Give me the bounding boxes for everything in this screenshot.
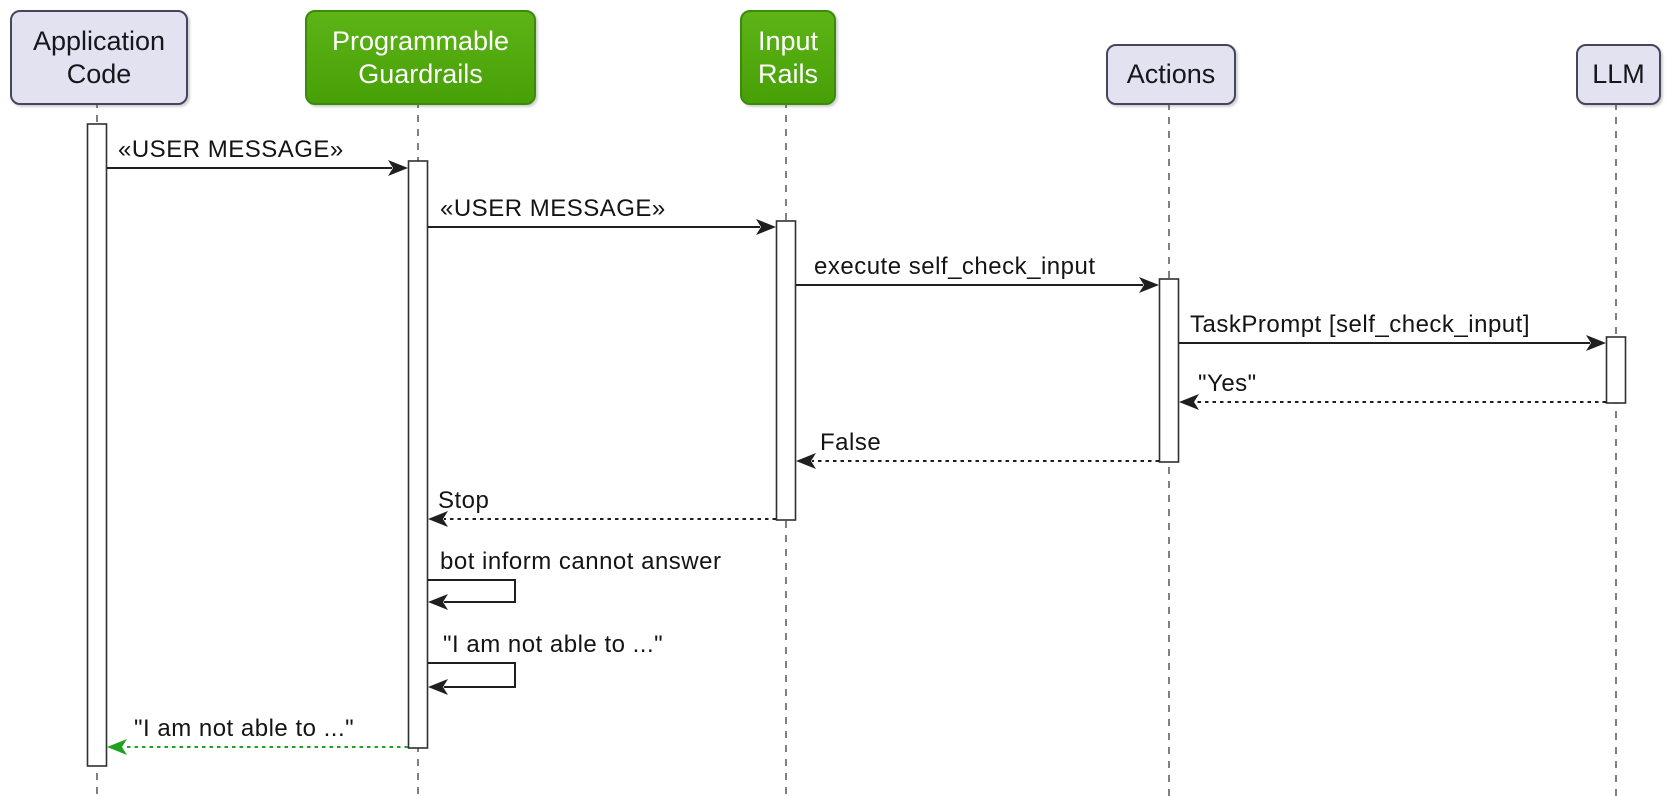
participant-label-line: Application <box>32 25 166 56</box>
message-5-arrowhead-icon <box>1179 394 1199 410</box>
message-10-label: "I am not able to ..." <box>134 715 355 742</box>
participant-input-rails: Input Rails <box>740 10 836 105</box>
participant-actions: Actions <box>1106 44 1236 105</box>
message-2-label: «USER MESSAGE» <box>440 195 666 222</box>
message-7-label: Stop <box>438 487 490 514</box>
message-6-label: False <box>820 429 882 456</box>
message-7-arrowhead-icon <box>428 511 448 527</box>
participant-label-line: Input <box>757 25 819 56</box>
message-8-label: bot inform cannot answer <box>440 548 722 575</box>
participant-label-line: Code <box>66 58 132 89</box>
message-1-arrowhead-icon <box>388 160 408 176</box>
message-6-arrowhead-icon <box>796 453 816 469</box>
participant-programmable-guardrails: Programmable Guardrails <box>305 10 536 105</box>
participant-label-line: LLM <box>1592 59 1645 89</box>
activation-llm <box>1605 336 1627 404</box>
message-8-self-loop <box>428 579 516 603</box>
message-10-arrowhead-icon <box>107 739 127 755</box>
message-5-label: "Yes" <box>1198 370 1257 397</box>
message-1-label: «USER MESSAGE» <box>118 136 344 163</box>
participant-label-line: Programmable <box>331 25 510 56</box>
message-9-arrowhead-icon <box>428 679 448 695</box>
participant-label-line: Guardrails <box>358 58 483 89</box>
activation-programmable-guardrails <box>407 160 429 749</box>
activation-input-rails <box>775 220 797 521</box>
message-9-self-loop <box>428 662 516 688</box>
message-4-arrowhead-icon <box>1586 335 1606 351</box>
message-8-arrowhead-icon <box>428 594 448 610</box>
message-3-arrowhead-icon <box>1139 277 1159 293</box>
activation-actions <box>1158 278 1180 463</box>
message-3-label: execute self_check_input <box>814 253 1096 280</box>
activation-application-code <box>86 123 108 767</box>
participant-label-line: Rails <box>757 58 818 89</box>
message-2-arrowhead-icon <box>756 219 776 235</box>
participant-llm: LLM <box>1576 44 1661 105</box>
participant-application-code: Application Code <box>10 10 188 105</box>
message-9-label: "I am not able to ..." <box>443 631 664 658</box>
participant-label-line: Actions <box>1126 59 1216 89</box>
message-4-label: TaskPrompt [self_check_input] <box>1190 311 1530 338</box>
